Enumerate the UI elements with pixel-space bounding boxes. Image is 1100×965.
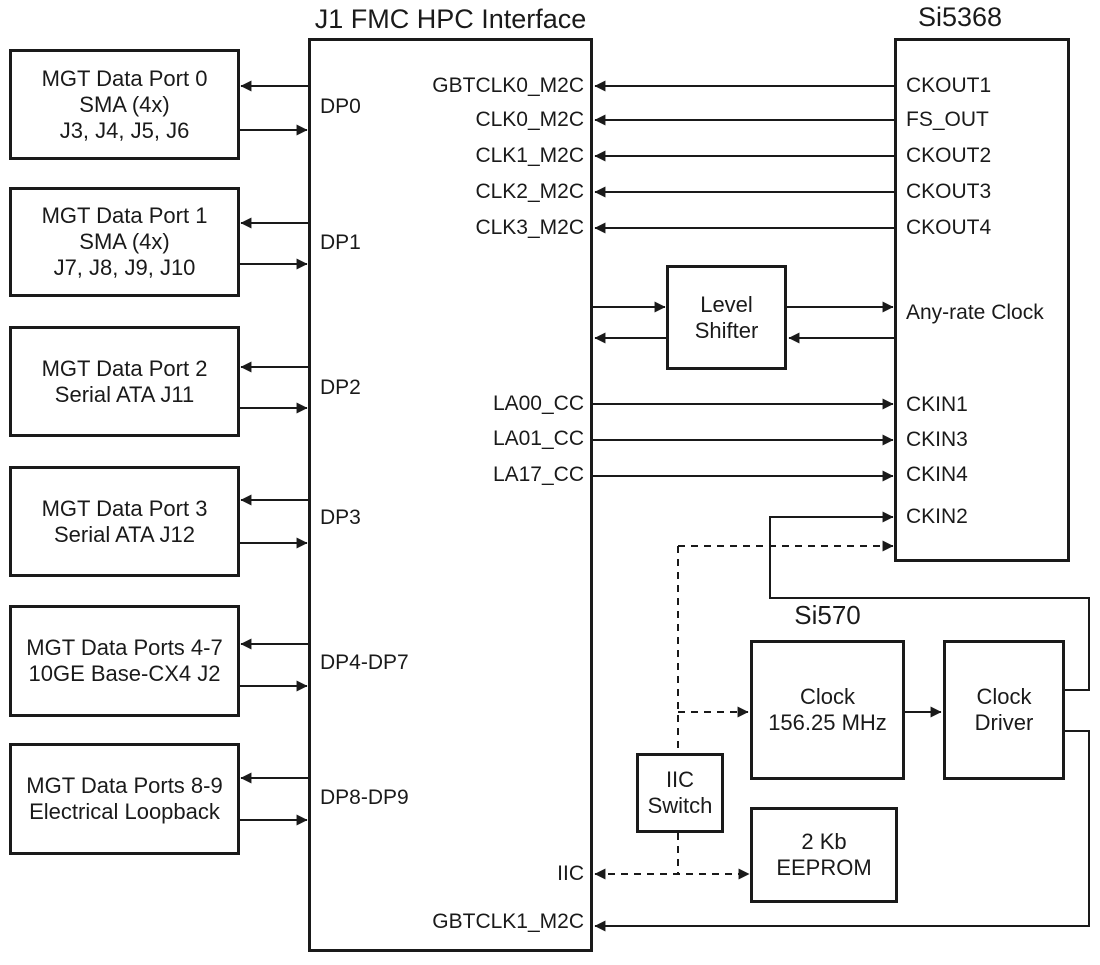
pin-fs-out: FS_OUT <box>906 108 989 131</box>
pin-gbtclk1-m2c: GBTCLK1_M2C <box>432 910 584 933</box>
box-line: MGT Data Port 2 <box>41 355 208 381</box>
pin-ckout1: CKOUT1 <box>906 74 992 97</box>
box-line: Shifter <box>694 317 759 343</box>
box-line: MGT Data Port 1 <box>41 203 208 228</box>
pin-dp4-dp7: DP4-DP7 <box>320 651 409 674</box>
box-line: Electrical Loopback <box>29 799 220 824</box>
pin-dp2: DP2 <box>320 376 361 399</box>
box-line: IIC <box>665 767 695 792</box>
box-line: MGT Data Ports 8-9 <box>26 773 223 798</box>
box-line: J7, J8, J9, J10 <box>53 255 196 280</box>
pin-dp0: DP0 <box>320 95 361 118</box>
box-line: Clock <box>799 684 855 709</box>
pin-gbtclk0-m2c: GBTCLK0_M2C <box>432 74 584 97</box>
pin-dp1: DP1 <box>320 231 361 254</box>
eeprom-box: 2 Kb EEPROM <box>750 807 898 903</box>
pin-ckout4: CKOUT4 <box>906 216 992 239</box>
pin-iic: IIC <box>557 862 584 885</box>
box-line: Clock <box>976 684 1032 709</box>
mgt-data-ports-8-9-box: MGT Data Ports 8-9 Electrical Loopback <box>9 743 240 855</box>
iic-switch-box: IIC Switch <box>636 753 724 833</box>
pin-ckin2: CKIN2 <box>906 505 968 528</box>
si570-title: Si570 <box>794 600 861 630</box>
pin-la01-cc: LA01_CC <box>492 427 584 450</box>
pin-clk3-m2c: CLK3_M2C <box>475 216 584 239</box>
si5368-box <box>894 38 1070 562</box>
box-line: Serial ATA J11 <box>54 381 195 407</box>
box-line: Level <box>700 291 753 317</box>
pin-ckin4: CKIN4 <box>906 463 968 486</box>
si5368-title: Si5368 <box>917 2 1003 32</box>
box-line: 156.25 MHz <box>768 710 887 735</box>
box-line: MGT Data Port 3 <box>41 495 208 521</box>
box-line: SMA (4x) <box>79 91 170 117</box>
fmc-interface-title: J1 FMC HPC Interface <box>314 4 587 34</box>
box-line: Serial ATA J12 <box>53 521 196 547</box>
box-line: 2 Kb <box>801 829 847 854</box>
mgt-data-ports-4-7-box: MGT Data Ports 4-7 10GE Base-CX4 J2 <box>9 605 240 717</box>
box-line: EEPROM <box>776 855 872 880</box>
level-shifter-box: Level Shifter <box>666 265 787 370</box>
pin-ckin3: CKIN3 <box>906 428 968 451</box>
box-line: J3, J4, J5, J6 <box>59 117 190 143</box>
box-line: MGT Data Port 0 <box>41 65 208 91</box>
pin-ckout2: CKOUT2 <box>906 144 992 167</box>
box-line: Switch <box>647 793 713 818</box>
pin-ckout3: CKOUT3 <box>906 180 992 203</box>
pin-clk2-m2c: CLK2_M2C <box>475 180 584 203</box>
pin-la00-cc: LA00_CC <box>492 392 584 415</box>
pin-clk0-m2c: CLK0_M2C <box>475 108 584 131</box>
pin-ckin1: CKIN1 <box>906 393 968 416</box>
pin-dp3: DP3 <box>320 506 361 529</box>
pin-any-rate-clock: Any-rate Clock <box>906 301 1044 324</box>
box-line: Driver <box>974 710 1034 735</box>
pin-la17-cc: LA17_CC <box>492 463 584 486</box>
box-line: SMA (4x) <box>79 229 170 254</box>
pin-dp8-dp9: DP8-DP9 <box>320 786 409 809</box>
fmc-hpc-interface-box <box>308 38 593 952</box>
mgt-data-port-2-box: MGT Data Port 2 Serial ATA J11 <box>9 326 240 437</box>
box-line: MGT Data Ports 4-7 <box>26 635 223 660</box>
mgt-data-port-3-box: MGT Data Port 3 Serial ATA J12 <box>9 466 240 577</box>
mgt-data-port-1-box: MGT Data Port 1 SMA (4x) J7, J8, J9, J10 <box>9 187 240 297</box>
mgt-data-port-0-box: MGT Data Port 0 SMA (4x) J3, J4, J5, J6 <box>9 49 240 160</box>
si570-clock-box: Clock 156.25 MHz <box>750 640 905 780</box>
clock-driver-box: Clock Driver <box>943 640 1065 780</box>
pin-clk1-m2c: CLK1_M2C <box>475 144 584 167</box>
box-line: 10GE Base-CX4 J2 <box>28 661 221 686</box>
